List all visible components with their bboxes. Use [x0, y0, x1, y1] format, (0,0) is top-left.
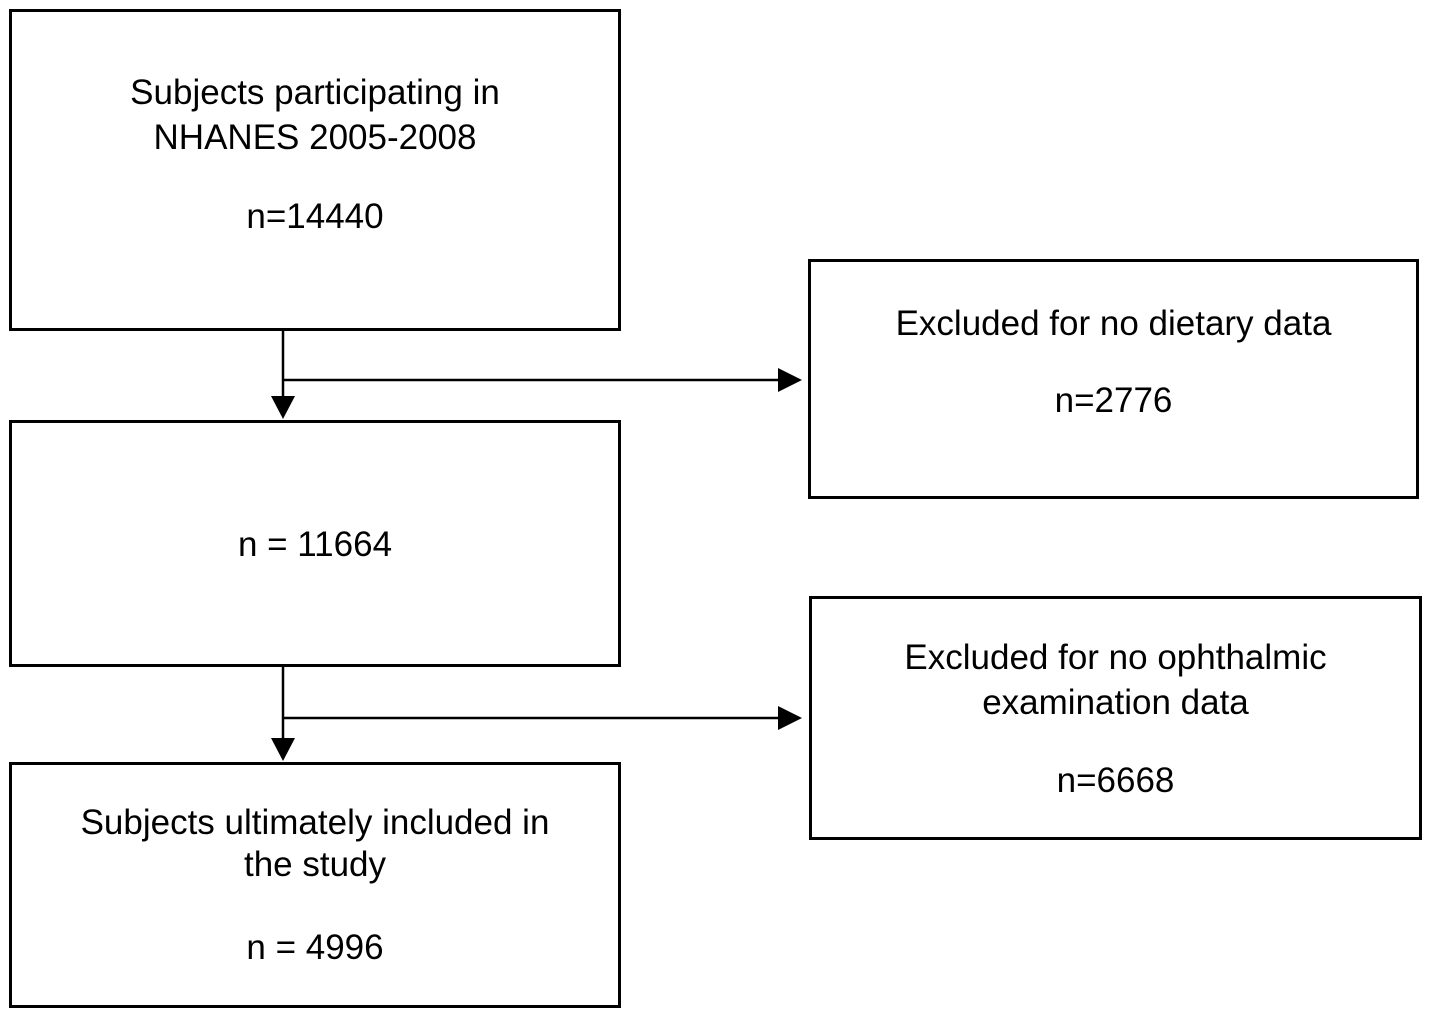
intermediate-box: n = 11664	[9, 420, 621, 667]
final-box: Subjects ultimately included in the stud…	[9, 762, 621, 1008]
start-box-line2: NHANES 2005-2008	[153, 118, 477, 157]
exclusion-1-count: n=2776	[1054, 381, 1173, 420]
exclusion-2-box: Excluded for no ophthalmic examination d…	[809, 596, 1422, 840]
exclusion-1-label: Excluded for no dietary data	[895, 304, 1332, 343]
arrow-head-down-1	[271, 396, 295, 419]
arrow-head-down-2	[271, 738, 295, 761]
exclusion-2-line1: Excluded for no ophthalmic	[904, 638, 1327, 677]
start-box-count: n=14440	[246, 197, 384, 236]
final-box-line1: Subjects ultimately included in	[80, 803, 550, 842]
arrow-head-right-2	[778, 706, 802, 730]
start-box-line1: Subjects participating in	[130, 73, 500, 112]
exclusion-1-box: Excluded for no dietary data n=2776	[808, 259, 1419, 499]
start-box: Subjects participating in NHANES 2005-20…	[9, 9, 621, 331]
final-box-count: n = 4996	[246, 928, 384, 967]
final-box-line2: the study	[243, 845, 387, 884]
arrow-head-right-1	[778, 368, 802, 392]
exclusion-2-count: n=6668	[1056, 761, 1175, 800]
intermediate-count: n = 11664	[237, 525, 393, 564]
exclusion-2-line2: examination data	[982, 683, 1249, 722]
